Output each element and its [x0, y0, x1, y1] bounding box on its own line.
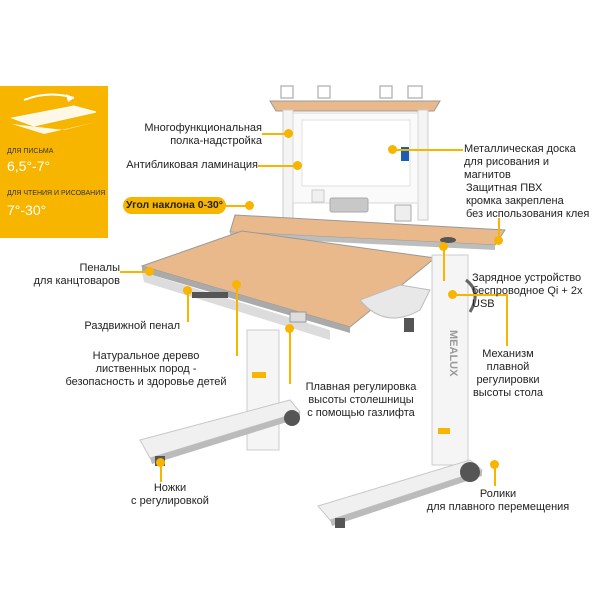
wood-connector: [236, 284, 238, 356]
gaslift-dot: [285, 324, 294, 333]
mechanism-connector: [452, 294, 508, 296]
shelf-dot: [284, 129, 293, 138]
reading-angle: 7°-30°: [7, 202, 47, 218]
wood-label: Натуральное дерево лиственных пород - бе…: [65, 350, 227, 388]
legs-connector: [160, 462, 162, 482]
board-label: Металлическая доска для рисования и магн…: [464, 143, 576, 181]
pencil-cases-label: Пеналы для канцтоваров: [33, 262, 120, 287]
sliding-dot: [183, 286, 192, 295]
legs-dot: [156, 458, 165, 467]
rollers-connector: [494, 464, 496, 486]
wood-dot: [232, 280, 241, 289]
lamination-dot: [293, 161, 302, 170]
lamination-label: Антибликовая ламинация: [126, 159, 258, 171]
legs-label: Ножки с регулировкой: [131, 482, 209, 507]
pvc-label: Защитная ПВХ кромка закреплена без испол…: [466, 182, 590, 220]
mechanism-label: Механизм плавной регулировки высоты стол…: [472, 348, 544, 399]
sliding-case-label: Раздвижной пенал: [84, 320, 180, 332]
pencil-dot: [145, 267, 154, 276]
shelf-label: Многофункциональная полка-надстройка: [144, 122, 262, 147]
pvc-dot: [494, 236, 503, 245]
sliding-connector: [187, 290, 189, 322]
brand-logo: MEALUX: [447, 330, 459, 377]
reading-label: ДЛЯ ЧТЕНИЯ И РИСОВАНИЯ: [7, 190, 106, 197]
pencil-connector: [120, 271, 148, 273]
charger-dot: [439, 242, 448, 251]
rollers-dot: [490, 460, 499, 469]
left-leg: [139, 329, 301, 466]
pvc-connector: [498, 218, 500, 238]
mechanism-dot: [448, 290, 457, 299]
rear-worktop: [229, 214, 506, 250]
gaslift-connector: [289, 328, 291, 384]
writing-label: ДЛЯ ПИСЬМА: [7, 148, 54, 155]
tilt-mechanism: [359, 284, 431, 332]
writing-angle: 6,5°-7°: [7, 158, 51, 174]
gaslift-label: Плавная регулировка высоты столешницы с …: [305, 381, 417, 419]
angle-connector: [226, 205, 248, 207]
shelf-connector: [262, 133, 286, 135]
shelf-superstructure: [269, 85, 441, 222]
lamination-connector: [258, 165, 295, 167]
board-dot: [388, 145, 397, 154]
tilt-desk-icon: [10, 93, 97, 134]
mechanism-connector-v: [506, 294, 508, 346]
tilt-angle-panel: ДЛЯ ПИСЬМА 6,5°-7° ДЛЯ ЧТЕНИЯ И РИСОВАНИ…: [0, 86, 108, 238]
charger-connector: [443, 246, 445, 281]
rollers-label: Ролики для плавного перемещения: [426, 488, 570, 513]
board-connector: [395, 149, 463, 151]
charger-label: Зарядное устройство беспроводное Qi + 2x…: [472, 272, 583, 310]
tilt-angle-badge: Угол наклона 0-30°: [123, 197, 226, 214]
angle-dot: [245, 201, 254, 210]
